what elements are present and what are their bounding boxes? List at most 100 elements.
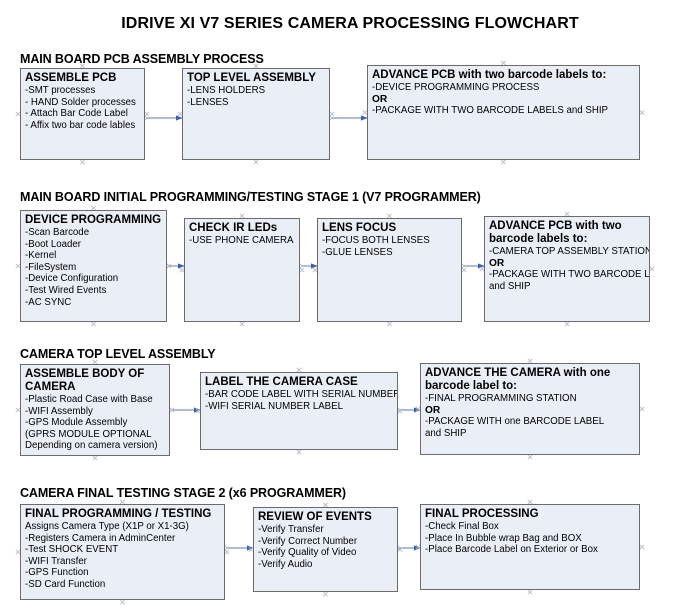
node-line: -WIFI Transfer: [25, 555, 87, 567]
connector-handle[interactable]: [224, 549, 230, 555]
node-line: -Kernel: [25, 250, 57, 262]
connector-handle[interactable]: [322, 591, 329, 597]
node-title: FINAL PROCESSING: [425, 508, 539, 520]
connector-handle[interactable]: [649, 266, 655, 272]
node-line: (GPRS MODULE OPTIONAL: [25, 428, 152, 440]
node-line: -Boot Loader: [25, 238, 82, 250]
node-line: Depending on camera version): [25, 440, 158, 452]
node-line: -DEVICE PROGRAMMING PROCESS: [372, 82, 540, 93]
connector-handle[interactable]: [299, 267, 305, 273]
node-line: -Scan Barcode: [25, 227, 90, 238]
node-line: -Verify Audio: [258, 558, 313, 570]
node-line: -Verify Quality of Video: [258, 547, 357, 559]
connector-handle[interactable]: [500, 159, 507, 165]
node-review-of-events[interactable]: REVIEW OF EVENTS-Verify Transfer-Verify …: [253, 507, 398, 592]
node-line: -AC SYNC: [25, 296, 72, 308]
node-lens-focus[interactable]: LENS FOCUS-FOCUS BOTH LENSES-GLUE LENSES: [317, 218, 462, 322]
node-line: -Registers Camera in AdminCenter: [25, 532, 176, 544]
node-line: -Place In Bubble wrap Bag and BOX: [425, 532, 582, 544]
node-line: - Affix two bar code lables: [25, 119, 136, 131]
connector-handle[interactable]: [79, 159, 86, 165]
node-line: OR: [372, 93, 388, 105]
connector-handle[interactable]: [527, 454, 533, 460]
node-line: -Verify Transfer: [258, 524, 324, 535]
node-line: -GLUE LENSES: [322, 246, 393, 258]
connector-handle[interactable]: [119, 599, 126, 605]
node-line: -PACKAGE WITH TWO BARCODE LABELS: [489, 269, 650, 281]
connector-handle[interactable]: [239, 321, 245, 327]
connector-handle[interactable]: [397, 408, 403, 414]
node-line: -Verify Correct Number: [258, 535, 358, 547]
node-line: -LENSES: [187, 96, 229, 108]
node-line: -GPS Module Assembly: [25, 417, 128, 429]
node-line: OR: [489, 257, 505, 269]
node-line: -BAR CODE LABEL WITH SERIAL NUMBER: [205, 389, 398, 400]
node-advance-pcb-to-camera-top-assembly[interactable]: ADVANCE PCB with two barcode labels to:-…: [484, 216, 650, 322]
node-line: -PACKAGE WITH TWO BARCODE LABELS and SHI…: [372, 105, 608, 117]
connector-handle[interactable]: [92, 455, 98, 461]
node-line: OR: [425, 404, 441, 416]
connector-handle[interactable]: [90, 321, 97, 327]
connector-handle[interactable]: [527, 589, 533, 595]
node-title: ADVANCE THE CAMERA with one barcode labe…: [425, 367, 611, 392]
node-title: LENS FOCUS: [322, 222, 397, 234]
node-title: DEVICE PROGRAMMING: [25, 214, 162, 226]
node-line: -Device Configuration: [25, 273, 119, 285]
connector-handle[interactable]: [329, 111, 335, 117]
node-title: TOP LEVEL ASSEMBLY: [187, 72, 316, 84]
node-line: -SD Card Function: [25, 578, 106, 590]
node-line: - HAND Solder processes: [25, 96, 136, 108]
node-check-ir-leds[interactable]: CHECK IR LEDs-USE PHONE CAMERA: [184, 218, 300, 322]
node-label-the-camera-case[interactable]: LABEL THE CAMERA CASE-BAR CODE LABEL WIT…: [200, 372, 398, 450]
connector-handle[interactable]: [639, 544, 645, 550]
node-title: ASSEMBLE PCB: [25, 72, 117, 84]
node-line: and SHIP: [489, 280, 531, 292]
section-heading-camera-top-level-assembly: CAMERA TOP LEVEL ASSEMBLY: [20, 347, 216, 361]
node-title: ADVANCE PCB with two barcode labels to:: [372, 69, 607, 81]
node-line: -PACKAGE WITH one BARCODE LABEL: [425, 416, 605, 428]
connector-handle[interactable]: [166, 263, 172, 269]
connector-handle[interactable]: [639, 406, 645, 412]
section-heading-main-board-pcb-assembly-process: MAIN BOARD PCB ASSEMBLY PROCESS: [20, 52, 264, 66]
section-heading-camera-final-testing-stage-2: CAMERA FINAL TESTING STAGE 2 (x6 PROGRAM…: [20, 486, 346, 500]
node-assemble-body-of-camera[interactable]: ASSEMBLE BODY OF CAMERA-Plastic Road Cas…: [20, 364, 170, 456]
connector-handle[interactable]: [397, 546, 403, 553]
connector-handle[interactable]: [386, 321, 393, 327]
connector-handle[interactable]: [169, 407, 175, 413]
node-line: -USE PHONE CAMERA: [189, 235, 294, 246]
node-line: -Place Barcode Label on Exterior or Box: [425, 544, 598, 556]
connector-handle[interactable]: [461, 267, 467, 273]
connector-handle[interactable]: [144, 111, 150, 117]
page-title: IDRIVE XI V7 SERIES CAMERA PROCESSING FL…: [121, 15, 579, 32]
node-line: -WIFI SERIAL NUMBER LABEL: [205, 400, 343, 412]
connector-handle[interactable]: [639, 109, 645, 116]
connector-handle[interactable]: [253, 159, 259, 165]
node-device-programming[interactable]: DEVICE PROGRAMMING-Scan Barcode-Boot Loa…: [20, 210, 167, 322]
node-top-level-assembly[interactable]: TOP LEVEL ASSEMBLY-LENS HOLDERS-LENSES: [182, 68, 330, 160]
node-title: ASSEMBLE BODY OF CAMERA: [25, 368, 145, 393]
node-assemble-pcb[interactable]: ASSEMBLE PCB-SMT processes- HAND Solder …: [20, 68, 145, 160]
node-line: -Test SHOCK EVENT: [25, 544, 119, 556]
node-line: -Check Final Box: [425, 521, 499, 532]
node-line: -Plastic Road Case with Base: [25, 394, 153, 405]
node-line: -SMT processes: [25, 85, 96, 96]
connector-handle[interactable]: [296, 449, 302, 455]
node-line: -FINAL PROGRAMMING STATION: [425, 393, 577, 404]
node-title: CHECK IR LEDs: [189, 222, 278, 234]
node-title: FINAL PROGRAMMING / TESTING: [25, 508, 212, 520]
node-advance-pcb-two-barcode-labels[interactable]: ADVANCE PCB with two barcode labels to:-…: [367, 65, 640, 160]
node-line: -CAMERA TOP ASSEMBLY STATION: [489, 246, 650, 257]
node-final-processing[interactable]: FINAL PROCESSING -Check Final Box-Place …: [420, 504, 640, 590]
node-line: and SHIP: [425, 427, 467, 439]
node-line: - Attach Bar Code Label: [25, 108, 128, 120]
node-title: REVIEW OF EVENTS: [258, 511, 372, 523]
node-title: ADVANCE PCB with two barcode labels to:: [489, 220, 622, 245]
node-advance-the-camera-one-barcode-label[interactable]: ADVANCE THE CAMERA with one barcode labe…: [420, 363, 640, 455]
connector-handle[interactable]: [564, 321, 570, 327]
node-line: Assigns Camera Type (X1P or X1-3G): [25, 521, 189, 532]
node-line: -FOCUS BOTH LENSES: [322, 235, 430, 246]
node-title: LABEL THE CAMERA CASE: [205, 376, 358, 388]
node-line: -Test Wired Events: [25, 284, 107, 296]
